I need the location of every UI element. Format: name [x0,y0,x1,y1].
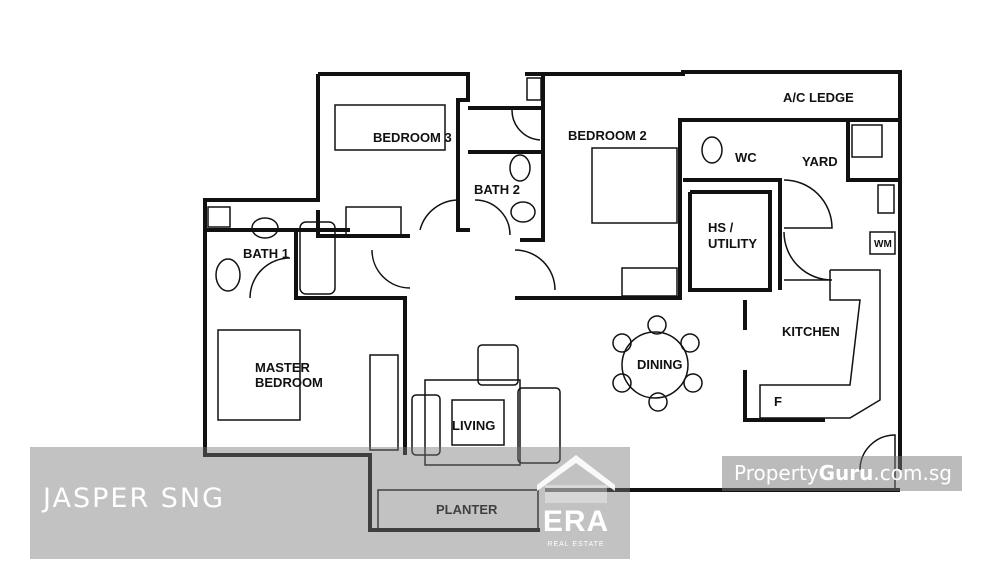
wall-hs [688,190,772,292]
basin-bath2 [510,201,536,223]
door-arc-3 [474,199,511,236]
label-wc: WC [735,150,757,165]
wall-top-right [525,70,902,120]
label-dining: DINING [637,357,683,372]
coffee-table [451,399,505,446]
label-bedroom2: BEDROOM 2 [568,128,647,143]
wall-bath1-right [294,230,407,455]
wall-yard-right [846,120,900,182]
bed2-corner-cabinet [526,77,542,101]
era-logo-icon [537,455,615,503]
dining-chair-6 [612,333,632,353]
era-logo-text: ERA [542,505,610,538]
toilet-wc [701,136,723,164]
door-arc-8 [511,109,541,141]
toilet-bath1 [215,258,241,292]
wardrobe-bed2 [621,267,678,297]
wall-bed2-bottom [515,118,900,300]
dining-chair-4 [648,392,668,412]
toilet-bath2 [509,154,531,182]
wall-bed3-left [203,74,540,532]
era-logo-subtext: REAL ESTATE [547,541,605,548]
label-kitchen: KITCHEN [782,324,840,339]
door-arc-1 [419,199,461,231]
dining-chair-3 [683,373,703,393]
label-fridge: F [774,394,782,409]
label-bedroom3: BEDROOM 3 [373,130,452,145]
wall-kitchen-left2 [743,370,825,422]
wardrobe-master [369,354,399,451]
wall-bed2-left [520,74,545,242]
yard-shower [851,124,883,158]
pg-part3: .com.sg [873,461,952,485]
label-wm: WM [874,239,892,250]
yard-sink [877,184,895,214]
kitchen-counter [759,269,881,419]
label-living: LIVING [452,418,495,433]
dining-table [621,331,689,399]
bath1-corner-cabinet [207,206,231,228]
label-hs-utility-line2: UTILITY [708,236,757,251]
door-arc-7 [249,257,291,299]
dining-chair-1 [647,315,667,335]
bed-bedroom2 [591,147,678,224]
wardrobe-bed3 [345,206,402,236]
agent-watermark-band [30,447,630,559]
label-hs-utility-line1: HS / [708,220,734,235]
sofa-left [411,394,441,456]
wall-wc [683,178,782,290]
sofa-main [517,387,561,464]
label-bath2: BATH 2 [474,182,520,197]
agent-name-watermark: JASPER SNG [43,483,226,514]
dining-chair-5 [612,373,632,393]
label-master-line1: MASTER [255,360,311,375]
label-yard: YARD [802,154,838,169]
planter-area [377,489,539,531]
door-arc-6 [783,231,833,281]
washer [869,231,896,255]
label-master-line2: BEDROOM [255,375,323,390]
label-ac-ledge: A/C LEDGE [783,90,854,105]
pg-part1: Property [734,461,819,485]
sofa-armchair [477,344,519,386]
bathtub [299,221,336,295]
pg-part2: Guru [818,461,874,485]
door-arc-2 [371,249,411,289]
wall-bed3-bottom [316,210,410,238]
basin-bath1 [251,217,279,239]
dining-chair-2 [680,333,700,353]
wall-outer [318,72,470,232]
label-bath1: BATH 1 [243,246,289,261]
door-arc-4 [514,249,556,291]
bed-master [217,329,301,421]
door-arc-5 [783,179,833,229]
label-planter: PLANTER [436,502,498,517]
bed-bedroom3 [334,104,446,151]
living-rug [424,379,521,466]
propertyguru-watermark: PropertyGuru.com.sg [722,456,962,491]
